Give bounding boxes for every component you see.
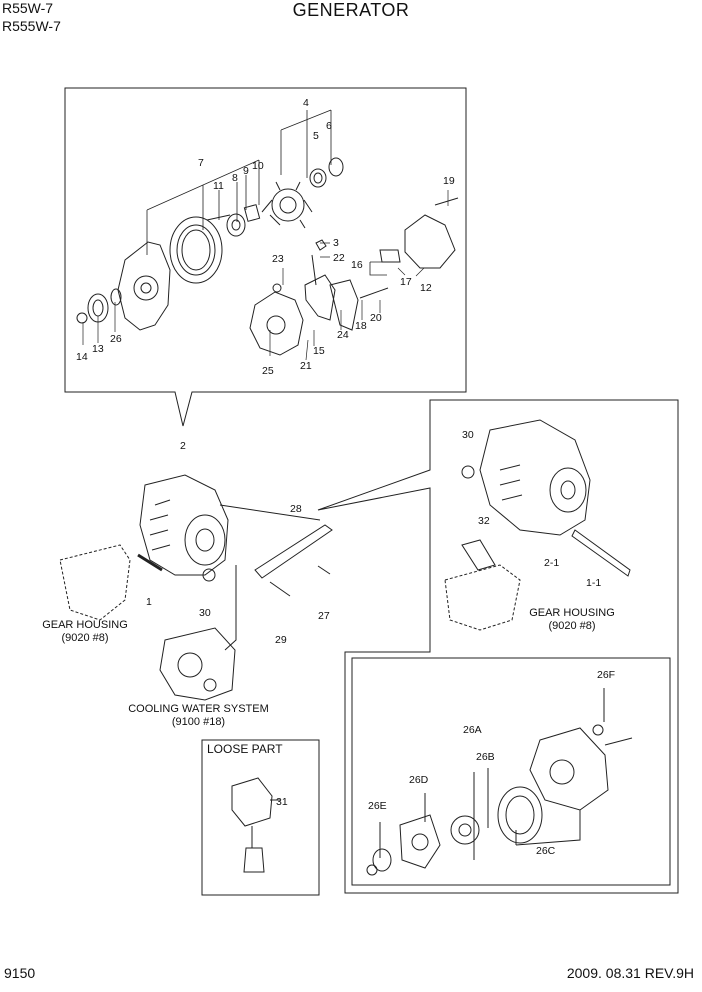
front-housing <box>117 241 171 331</box>
stator <box>169 216 223 284</box>
model-code-1: R55W-7 <box>2 0 54 16</box>
loose-part-frame <box>201 739 320 896</box>
callout-25: 25 <box>262 365 274 377</box>
caption-cooling-water: COOLING WATER SYSTEM (9100 #18) <box>128 703 269 728</box>
caption-gear-housing-left: GEAR HOUSING (9020 #8) <box>42 619 128 644</box>
callout-26: 26 <box>110 333 122 345</box>
callout-26F: 26F <box>597 669 616 681</box>
water-pump <box>159 627 236 701</box>
generator-alt <box>461 419 631 577</box>
callout-9: 9 <box>243 165 249 177</box>
callout-13: 13 <box>92 343 104 355</box>
callout-16: 16 <box>351 259 363 271</box>
callout-26C: 26C <box>536 845 556 857</box>
callout-31: 31 <box>276 796 288 808</box>
gear-housing-right <box>444 564 521 631</box>
callout-24: 24 <box>337 329 349 341</box>
page-number: 9150 <box>4 965 36 981</box>
sub-parts-frame <box>351 657 671 886</box>
revision-date: 2009. 08.31 REV.9H <box>566 965 694 981</box>
callout-17: 17 <box>400 276 412 288</box>
callout-32: 32 <box>478 515 490 527</box>
callout-26D: 26D <box>409 774 429 786</box>
rotor-assembly <box>261 157 344 229</box>
callout-4: 4 <box>303 97 309 109</box>
callout-3: 3 <box>333 237 339 249</box>
callout-8: 8 <box>232 172 238 184</box>
generator-assembled <box>137 474 321 582</box>
rear-cover <box>359 197 459 299</box>
sub-parts <box>366 688 633 876</box>
exploded-view-frame <box>64 87 467 427</box>
callout-5: 5 <box>313 130 319 142</box>
model-code-2: R555W-7 <box>2 18 61 34</box>
callout-26A: 26A <box>463 724 482 736</box>
callout-2: 2 <box>180 440 186 452</box>
callout-23: 23 <box>272 253 284 265</box>
callout-19: 19 <box>443 175 455 187</box>
callout-21: 21 <box>300 360 312 372</box>
small-bearings <box>206 204 261 237</box>
callout-12: 12 <box>420 282 432 294</box>
callout-29: 29 <box>275 634 287 646</box>
callout-20: 20 <box>370 312 382 324</box>
callout-1: 1 <box>146 596 152 608</box>
spacer-32 <box>461 539 496 571</box>
alt-view-frame <box>317 399 679 894</box>
callout-26B: 26B <box>476 751 495 763</box>
callout-22: 22 <box>333 252 345 264</box>
relay-31 <box>231 777 280 873</box>
callout-27: 27 <box>318 610 330 622</box>
callout-15: 15 <box>313 345 325 357</box>
rear-housing <box>249 283 304 356</box>
adjust-bar <box>224 524 333 651</box>
callout-11: 11 <box>213 180 224 192</box>
callout-2-1: 2-1 <box>544 557 560 569</box>
callout-30a: 30 <box>199 607 211 619</box>
caption-gear-housing-right: GEAR HOUSING (9020 #8) <box>529 607 615 632</box>
callout-7: 7 <box>198 157 204 169</box>
callout-28: 28 <box>290 503 302 515</box>
callout-30b: 30 <box>462 429 474 441</box>
callout-1-1: 1-1 <box>586 577 602 589</box>
pulley <box>76 288 122 324</box>
callout-10: 10 <box>252 160 264 172</box>
callout-26E: 26E <box>368 800 387 812</box>
callout-6: 6 <box>326 120 332 132</box>
gear-housing-left <box>59 544 131 621</box>
callout-18: 18 <box>355 320 367 332</box>
page-title: GENERATOR <box>292 0 410 20</box>
loose-part-label: LOOSE PART <box>207 742 283 756</box>
regulator-brush <box>304 239 359 331</box>
callout-14: 14 <box>76 351 88 363</box>
